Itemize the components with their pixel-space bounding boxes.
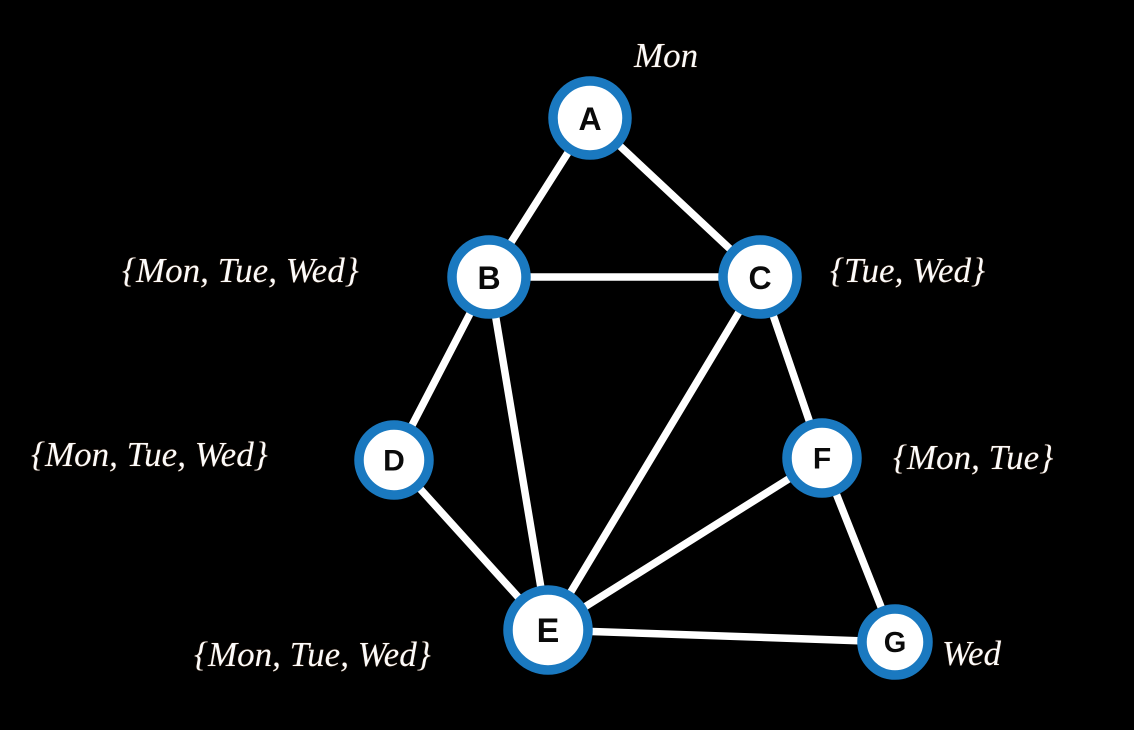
node-circle-g xyxy=(857,604,933,680)
node-circle-f xyxy=(782,418,862,498)
domain-label-d: {Mon, Tue, Wed} xyxy=(31,435,268,474)
graph-node-a[interactable]: A xyxy=(548,76,632,160)
node-label-e: E xyxy=(537,612,560,650)
nodes-group: A B C D E F G xyxy=(354,76,933,680)
graph-node-e[interactable]: E xyxy=(503,585,593,675)
graph-edge-e-g xyxy=(544,626,899,646)
node-label-a: A xyxy=(578,101,601,137)
domain-label-a: Mon xyxy=(634,36,699,75)
domain-label-e: {Mon, Tue, Wed} xyxy=(194,635,431,674)
node-circle-c xyxy=(718,235,802,319)
node-circle-e xyxy=(503,585,593,675)
node-label-g: G xyxy=(884,627,907,659)
graph-node-f[interactable]: F xyxy=(782,418,862,498)
domain-label-b: {Mon, Tue, Wed} xyxy=(122,251,359,290)
node-label-c: C xyxy=(748,260,771,296)
graph-edge-c-e xyxy=(544,273,764,634)
domain-label-c: {Tue, Wed} xyxy=(830,251,986,290)
domain-label-g: Wed xyxy=(942,634,1001,673)
graph-node-b[interactable]: B xyxy=(447,235,531,319)
graph-edge-e-f xyxy=(544,454,826,634)
graph-node-d[interactable]: D xyxy=(354,420,434,500)
edges-group xyxy=(390,114,899,646)
node-circle-b xyxy=(447,235,531,319)
node-label-b: B xyxy=(477,260,500,296)
graph-node-c[interactable]: C xyxy=(718,235,802,319)
node-circle-a xyxy=(548,76,632,160)
graph-node-g[interactable]: G xyxy=(857,604,933,680)
node-label-d: D xyxy=(383,445,405,478)
node-label-f: F xyxy=(813,443,831,476)
graph-edge-b-e xyxy=(485,273,552,634)
node-circle-d xyxy=(354,420,434,500)
domain-label-f: {Mon, Tue} xyxy=(893,438,1054,477)
